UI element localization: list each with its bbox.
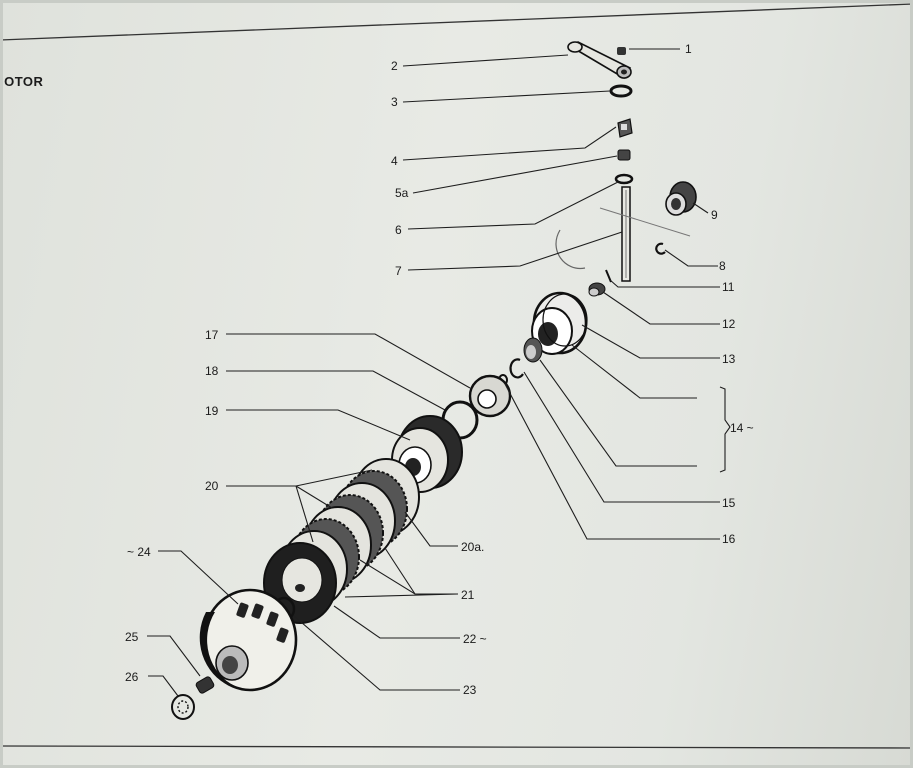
label-18: 18 bbox=[205, 364, 219, 378]
label-5a: 5a bbox=[395, 186, 409, 200]
label-1: 1 bbox=[685, 42, 692, 56]
part-number-labels: 1 2 3 4 5a 6 7 8 9 11 12 13 14 ~ 15 16 1… bbox=[125, 42, 754, 697]
part-14-spring-set bbox=[523, 337, 543, 363]
label-13: 13 bbox=[722, 352, 736, 366]
label-3: 3 bbox=[391, 95, 398, 109]
label-20a: 20a. bbox=[461, 540, 484, 554]
label-6: 6 bbox=[395, 223, 402, 237]
part-8-circlip bbox=[655, 242, 666, 255]
part-12-push-piece bbox=[588, 282, 606, 297]
label-21: 21 bbox=[461, 588, 475, 602]
label-17: 17 bbox=[205, 328, 219, 342]
part-9-oil-seal bbox=[665, 181, 697, 216]
part-24-clutch-basket bbox=[199, 588, 298, 692]
part-7-release-shaft bbox=[555, 186, 691, 282]
label-14: 14 ~ bbox=[730, 421, 754, 435]
part-2-lever bbox=[567, 41, 632, 80]
section-title: IOTOR bbox=[0, 74, 44, 89]
label-25: 25 bbox=[125, 630, 139, 644]
label-15: 15 bbox=[722, 496, 736, 510]
leader-lines bbox=[147, 48, 731, 697]
part-4-cam bbox=[617, 118, 633, 138]
label-12: 12 bbox=[722, 317, 736, 331]
label-4: 4 bbox=[391, 154, 398, 168]
top-rule bbox=[0, 3, 913, 41]
label-23: 23 bbox=[463, 683, 477, 697]
part-15-circlip bbox=[509, 358, 524, 379]
label-8: 8 bbox=[719, 259, 726, 273]
label-9: 9 bbox=[711, 208, 718, 222]
label-7: 7 bbox=[395, 264, 402, 278]
part-17-thrust-plate bbox=[468, 374, 512, 418]
part-6-washer bbox=[614, 173, 634, 185]
label-20: 20 bbox=[205, 479, 219, 493]
part-26-thrust-washer bbox=[171, 694, 195, 720]
label-16: 16 bbox=[722, 532, 736, 546]
label-22: 22 ~ bbox=[463, 632, 487, 646]
label-2: 2 bbox=[391, 59, 398, 73]
label-24: ~ 24 bbox=[127, 545, 151, 559]
part-1-bush bbox=[617, 47, 626, 55]
bottom-rule bbox=[0, 745, 913, 749]
part-5a-bush bbox=[617, 149, 631, 161]
label-11: 11 bbox=[722, 280, 735, 294]
label-26: 26 bbox=[125, 670, 139, 684]
label-19: 19 bbox=[205, 404, 219, 418]
part-3-washer bbox=[609, 84, 633, 98]
part-25-bush bbox=[195, 676, 215, 694]
part-13-pressure-plate bbox=[531, 291, 588, 355]
